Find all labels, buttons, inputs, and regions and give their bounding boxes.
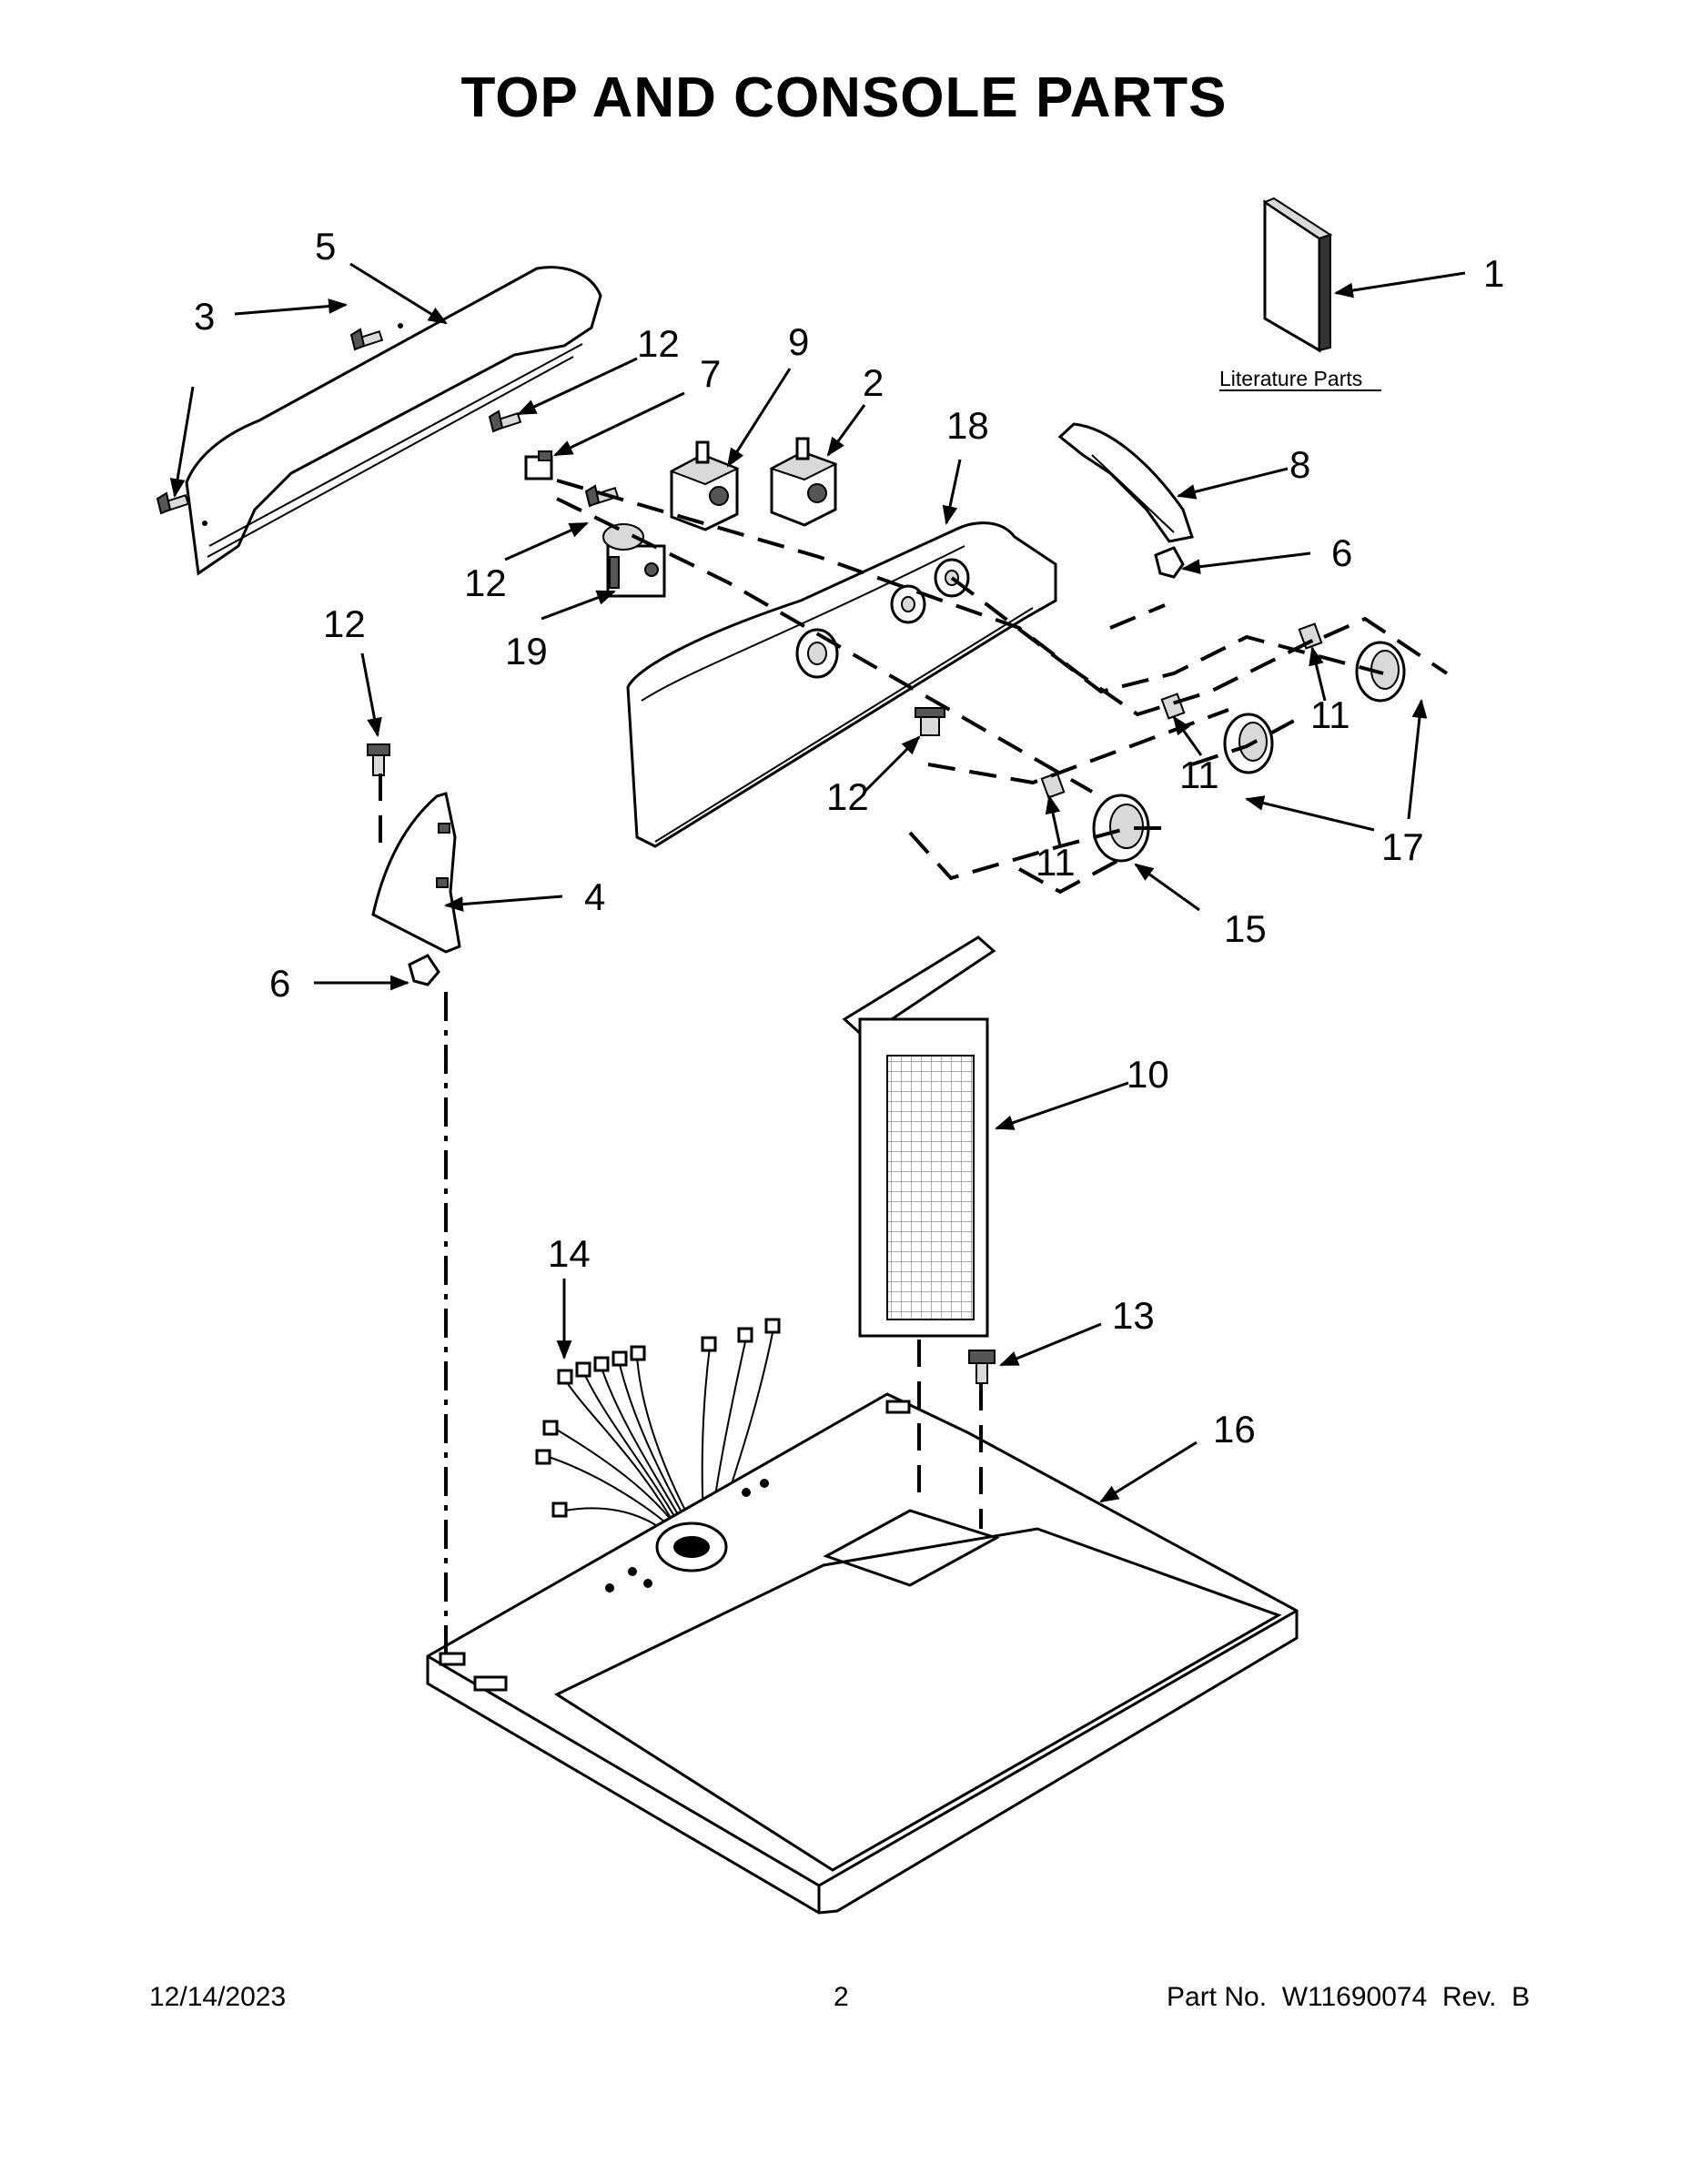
screw-3-lower xyxy=(156,491,190,515)
callout-12-top: 12 xyxy=(637,322,680,365)
callout-4: 4 xyxy=(584,875,605,918)
literature-parts-label: Literature Parts xyxy=(1219,367,1362,390)
callout-2: 2 xyxy=(863,361,884,404)
screw-12-top xyxy=(488,410,522,433)
callout-11-left: 11 xyxy=(1036,841,1076,884)
lint-screen xyxy=(842,935,996,1338)
callout-7: 7 xyxy=(700,352,721,395)
knob-sleeve-11-right xyxy=(1298,622,1323,650)
callout-14: 14 xyxy=(548,1232,591,1275)
callout-15: 15 xyxy=(1224,907,1267,950)
timer-motor-19 xyxy=(602,523,666,598)
clip-6-left xyxy=(408,954,440,986)
callout-3: 3 xyxy=(194,295,215,338)
callout-11-middle: 11 xyxy=(1179,753,1219,796)
footer-part-number: Part No. W11690074 Rev. B xyxy=(1167,1982,1531,2012)
console-end-cap-right xyxy=(1057,422,1194,543)
screw-13 xyxy=(968,1350,996,1384)
clip-6-right xyxy=(1154,546,1185,579)
knob-sleeve-11-middle xyxy=(1160,693,1186,720)
dryer-top-panel xyxy=(426,1392,1299,1915)
callout-10: 10 xyxy=(1127,1053,1169,1096)
callout-1: 1 xyxy=(1483,252,1504,295)
callout-6-left: 6 xyxy=(269,962,290,1005)
console-rear-panel xyxy=(185,266,602,576)
callout-6-right: 6 xyxy=(1331,531,1352,574)
callout-9: 9 xyxy=(788,320,809,363)
callout-8: 8 xyxy=(1289,443,1310,486)
screw-3-upper xyxy=(349,328,384,351)
callout-12-endcap: 12 xyxy=(323,602,366,645)
page-title: TOP AND CONSOLE PARTS xyxy=(460,66,1228,129)
footer-date: 12/14/2023 xyxy=(149,1982,287,2012)
leader-arrows xyxy=(169,262,1466,1503)
callout-13: 13 xyxy=(1112,1294,1155,1337)
knob-15 xyxy=(1092,794,1150,863)
control-console xyxy=(626,521,1057,848)
wire-connector-7 xyxy=(524,450,553,480)
push-switch-2 xyxy=(769,437,838,527)
callout-labels: 1 2 3 4 5 6 6 7 8 9 10 11 11 11 12 12 12… xyxy=(194,225,1504,1451)
console-end-cap-left xyxy=(371,792,461,954)
callout-19: 19 xyxy=(505,630,548,672)
callout-18: 18 xyxy=(946,404,989,447)
literature-booklet xyxy=(1262,197,1333,353)
push-switch-9 xyxy=(669,440,740,531)
screw-12-console xyxy=(915,707,945,736)
callout-12-timer: 12 xyxy=(464,561,507,604)
callout-12-console: 12 xyxy=(826,775,869,818)
screw-12-endcap xyxy=(367,743,390,776)
callout-16: 16 xyxy=(1213,1408,1256,1451)
footer-page-number: 2 xyxy=(834,1982,849,2012)
callout-5: 5 xyxy=(315,225,336,268)
callout-11-right: 11 xyxy=(1310,693,1350,736)
assembly-lines xyxy=(379,479,1449,1665)
callout-17: 17 xyxy=(1381,825,1424,868)
